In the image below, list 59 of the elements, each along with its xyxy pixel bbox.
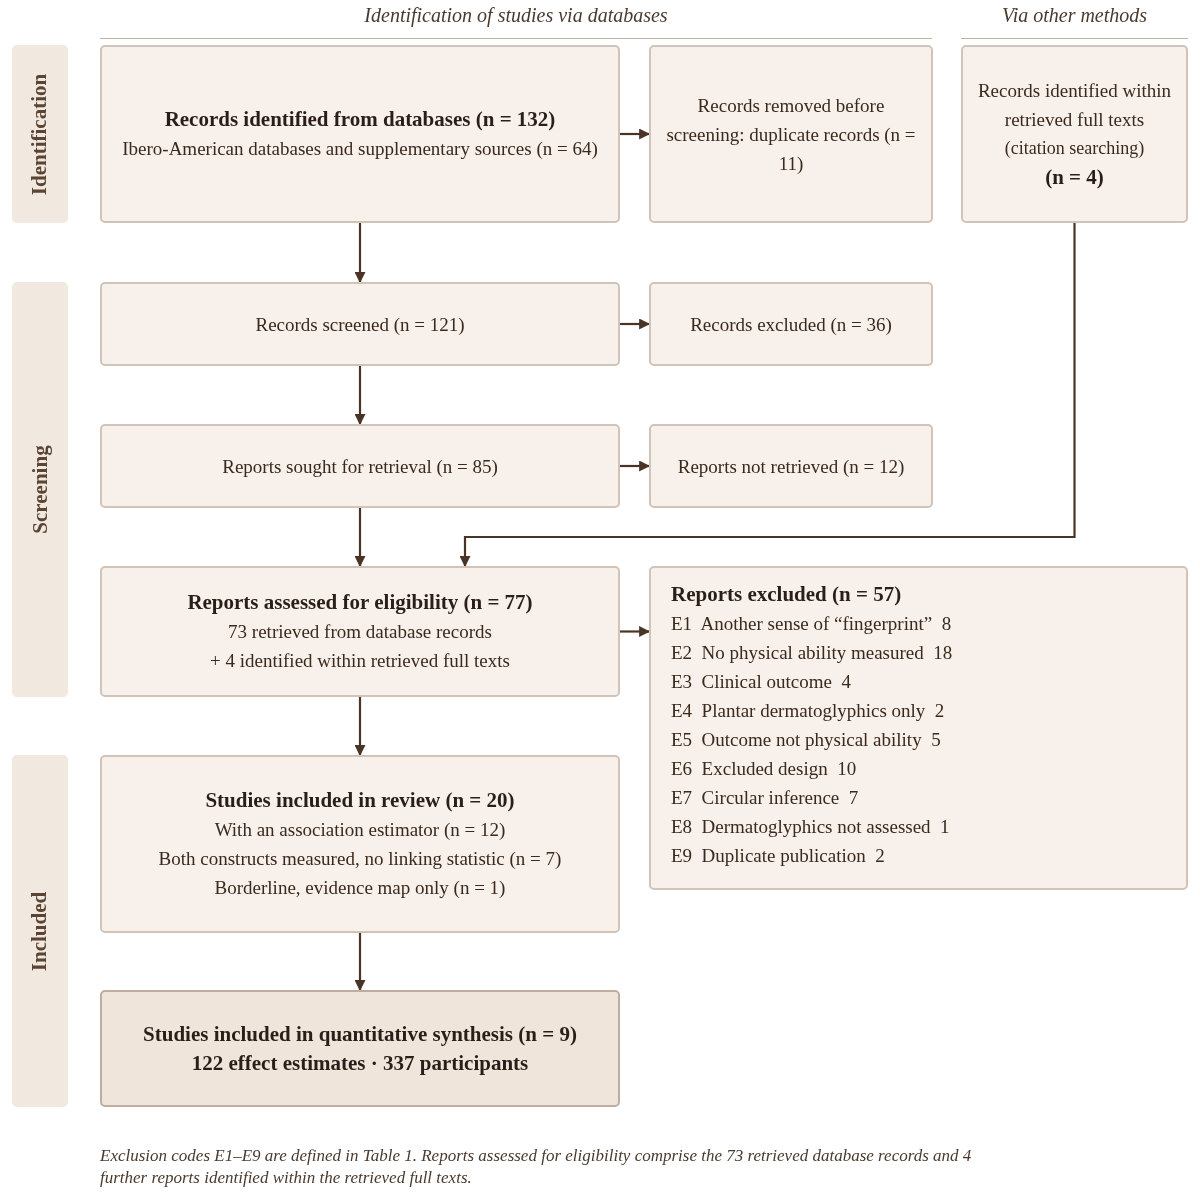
- heading-text: (n = 4): [1045, 164, 1104, 191]
- arrow: [620, 128, 651, 140]
- heading-text: Studies included in quantitative synthesis (n = 9): [143, 1020, 577, 1048]
- result-box: [100, 990, 620, 1107]
- arrow: [459, 223, 1076, 568]
- detail-text: Borderline, evidence map only (n = 1): [214, 876, 506, 900]
- arrow: [354, 508, 366, 568]
- detail-text: 73 retrieved from database records: [228, 620, 492, 644]
- process-box: [961, 45, 1188, 223]
- detail-text: Records excluded (n = 36): [690, 312, 892, 337]
- detail-text: + 4 identified within retrieved full texts: [210, 649, 510, 673]
- process-box: [100, 45, 620, 223]
- column-heading: Via other methods: [1000, 4, 1149, 27]
- detail-text: Reports sought for retrieval (n = 85): [222, 454, 498, 479]
- detail-text: With an association estimator (n = 12): [214, 818, 506, 842]
- detail-text: E8 Dermatoglyphics not assessed 1: [671, 815, 950, 839]
- phase-band: [12, 755, 68, 1107]
- heading-text: Records identified from databases (n = 132): [164, 106, 556, 133]
- detail-text: E1 Another sense of “fingerprint” 8: [671, 612, 952, 636]
- heading-text: Reports assessed for eligibility (n = 77): [187, 589, 533, 616]
- exclusion-box: [649, 566, 1188, 890]
- arrow: [354, 366, 366, 426]
- process-box: [100, 424, 620, 508]
- caption: Exclusion codes E1–E9 are defined in Table 1. Reports assessed for eligibility comprise the 73 retrieved database records and 4 further reports identified within the retrieved full texts.: [100, 1145, 973, 1189]
- arrow: [620, 318, 651, 330]
- detail-text: E5 Outcome not physical ability 5: [671, 728, 941, 752]
- detail-text: Records screened (n = 121): [255, 312, 465, 337]
- detail-text: Both constructs measured, no linking statistic (n = 7): [158, 847, 562, 871]
- column-heading: Identification of studies via databases: [363, 4, 669, 27]
- heading-text: Reports excluded (n = 57): [671, 581, 902, 608]
- detail-text: E4 Plantar dermatoglyphics only 2: [671, 699, 945, 723]
- detail-text: E6 Excluded design 10: [671, 757, 857, 781]
- phase-label: Identification: [26, 73, 53, 195]
- process-box: [649, 424, 933, 508]
- arrow: [620, 626, 651, 637]
- arrow: [354, 933, 366, 992]
- phase-label: Included: [26, 891, 53, 971]
- arrow: [620, 460, 651, 472]
- detail-text: Records identified within retrieved full texts: [976, 79, 1173, 132]
- process-box: [649, 282, 933, 366]
- detail-text: E7 Circular inference 7: [671, 786, 859, 810]
- process-box: [100, 755, 620, 933]
- heading-text: Studies included in review (n = 20): [205, 787, 515, 814]
- detail-text: E2 No physical ability measured 18: [671, 641, 953, 665]
- heading-text: 122 effect estimates · 337 participants: [191, 1049, 529, 1077]
- arrow: [354, 223, 366, 284]
- detail-text: Reports not retrieved (n = 12): [677, 454, 905, 479]
- phase-band: [12, 282, 68, 697]
- process-box: [100, 566, 620, 697]
- process-box: [100, 282, 620, 366]
- phase-band: [12, 45, 68, 223]
- detail-text: (citation searching): [1004, 137, 1145, 160]
- detail-text: Ibero-American databases and supplementary sources (n = 64): [122, 137, 598, 161]
- arrow: [354, 697, 366, 757]
- process-box: [649, 45, 933, 223]
- detail-text: E9 Duplicate publication 2: [671, 844, 885, 868]
- phase-label: Screening: [26, 445, 53, 534]
- detail-text: E3 Clinical outcome 4: [671, 670, 851, 694]
- detail-text: Records removed before screening: duplicate records (n = 11): [665, 93, 917, 176]
